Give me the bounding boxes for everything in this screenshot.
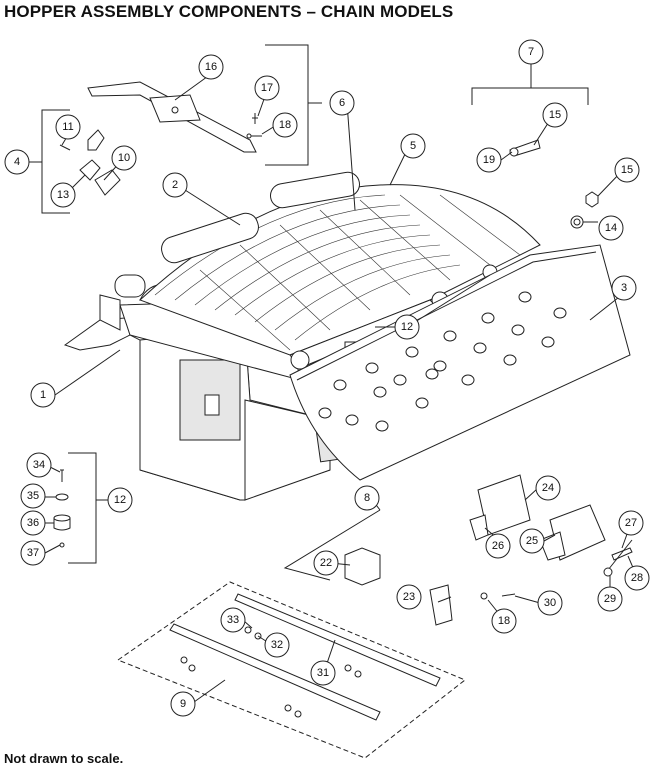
callout-25: 25 — [519, 528, 545, 554]
callout-13: 13 — [50, 182, 76, 208]
svg-text:10: 10 — [118, 152, 130, 164]
callout-8: 8 — [354, 485, 380, 511]
svg-text:8: 8 — [364, 492, 370, 504]
callout-17: 17 — [254, 75, 280, 101]
callout-15-right: 15 — [614, 157, 640, 183]
svg-text:14: 14 — [605, 222, 617, 234]
svg-text:7: 7 — [528, 46, 534, 58]
svg-text:32: 32 — [271, 639, 283, 651]
callout-11: 11 — [55, 114, 81, 140]
parts-group-12 — [53, 452, 110, 564]
svg-text:25: 25 — [526, 535, 538, 547]
callout-15-group7: 15 — [542, 102, 568, 128]
callout-32: 32 — [264, 632, 290, 658]
parts-group-9 — [116, 581, 466, 759]
svg-text:4: 4 — [14, 156, 20, 168]
callout-26: 26 — [485, 533, 511, 559]
svg-text:2: 2 — [172, 179, 178, 191]
callout-18-top: 18 — [272, 112, 298, 138]
parts-group-7 — [471, 63, 589, 157]
callout-5: 5 — [400, 133, 426, 159]
svg-text:16: 16 — [205, 61, 217, 73]
svg-text:33: 33 — [227, 614, 239, 626]
callout-2: 2 — [162, 172, 188, 198]
bolt-parts-27-29 — [603, 539, 633, 577]
svg-text:22: 22 — [320, 557, 332, 569]
svg-text:29: 29 — [604, 593, 616, 605]
svg-text:9: 9 — [180, 698, 186, 710]
callout-19: 19 — [476, 147, 502, 173]
callout-12-main: 12 — [394, 314, 420, 340]
callout-28: 28 — [624, 565, 650, 591]
callout-3: 3 — [611, 275, 637, 301]
callout-14: 14 — [598, 215, 624, 241]
svg-text:19: 19 — [483, 154, 495, 166]
callout-34: 34 — [26, 452, 52, 478]
svg-text:5: 5 — [410, 140, 416, 152]
callout-16: 16 — [198, 54, 224, 80]
callout-33: 33 — [220, 607, 246, 633]
svg-text:18: 18 — [279, 119, 291, 131]
callout-23: 23 — [396, 584, 422, 610]
callout-31: 31 — [310, 660, 336, 686]
svg-text:27: 27 — [625, 517, 637, 529]
svg-text:37: 37 — [27, 547, 39, 559]
svg-text:34: 34 — [33, 459, 45, 471]
svg-text:12: 12 — [401, 321, 413, 333]
diagram-title: HOPPER ASSEMBLY COMPONENTS – CHAIN MODEL… — [4, 2, 454, 21]
nut-washer-parts — [570, 191, 599, 229]
svg-text:12: 12 — [114, 494, 126, 506]
svg-text:17: 17 — [261, 82, 273, 94]
callout-6: 6 — [329, 90, 355, 116]
svg-text:13: 13 — [57, 189, 69, 201]
svg-text:31: 31 — [317, 667, 329, 679]
callout-4: 4 — [4, 149, 30, 175]
callout-12-group: 12 — [107, 487, 133, 513]
svg-text:30: 30 — [544, 597, 556, 609]
callout-7: 7 — [518, 39, 544, 65]
callout-35: 35 — [20, 483, 46, 509]
svg-text:1: 1 — [40, 389, 46, 401]
callout-37: 37 — [20, 540, 46, 566]
svg-text:35: 35 — [27, 490, 39, 502]
svg-text:24: 24 — [542, 482, 554, 494]
svg-text:11: 11 — [62, 121, 73, 133]
parts-group-8 — [283, 474, 606, 626]
callout-36: 36 — [20, 510, 46, 536]
svg-text:26: 26 — [492, 540, 504, 552]
callout-24: 24 — [535, 475, 561, 501]
svg-text:36: 36 — [27, 517, 39, 529]
hopper-body: 31863 — [63, 171, 541, 501]
svg-text:18: 18 — [498, 615, 510, 627]
callout-9: 9 — [170, 691, 196, 717]
callout-1: 1 — [30, 382, 56, 408]
callout-27: 27 — [618, 510, 644, 536]
svg-text:15: 15 — [621, 164, 633, 176]
bracket-part-16 — [87, 81, 257, 153]
svg-text:15: 15 — [549, 109, 561, 121]
bolt-parts-17-18 — [246, 113, 262, 139]
callout-10: 10 — [111, 145, 137, 171]
svg-text:23: 23 — [403, 591, 415, 603]
svg-text:3: 3 — [621, 282, 627, 294]
svg-text:28: 28 — [631, 572, 643, 584]
callout-18-bottom: 18 — [491, 608, 517, 634]
footer-note: Not drawn to scale. — [4, 751, 124, 766]
callout-22: 22 — [313, 550, 339, 576]
callout-29: 29 — [597, 586, 623, 612]
callout-30: 30 — [537, 590, 563, 616]
front-cover-plate — [289, 244, 631, 481]
svg-text:6: 6 — [339, 97, 345, 109]
